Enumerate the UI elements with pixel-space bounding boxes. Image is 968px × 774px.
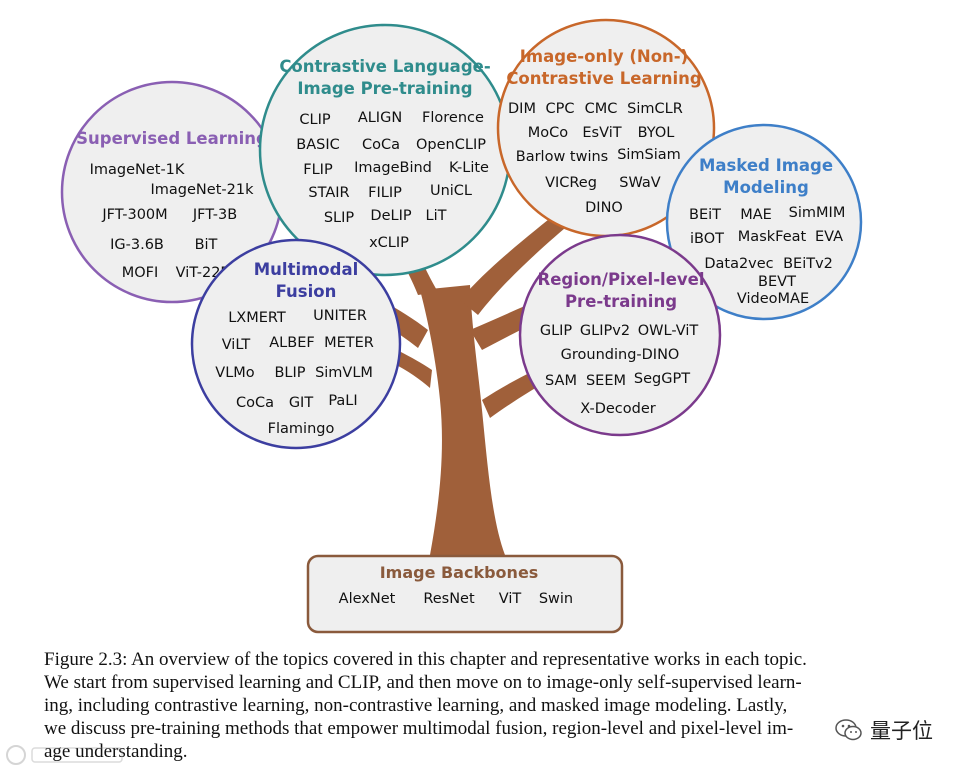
masked-title-line: Modeling [723, 178, 809, 197]
multimodal-work: SimVLM [315, 365, 373, 381]
region-work: Grounding-DINO [561, 347, 680, 363]
masked-work: EVA [815, 229, 843, 245]
clip-work: STAIR [308, 185, 349, 201]
image-only-work: SimSiam [617, 147, 681, 163]
masked-work: BEVT [758, 274, 796, 290]
caption-line: Figure 2.3: An overview of the topics co… [44, 649, 807, 670]
image-only-title-line: Image-only (Non-) [520, 47, 688, 66]
wechat-icon [835, 719, 862, 741]
supervised-learning-title: Supervised Learning [76, 129, 268, 148]
supervised-work: JFT-3B [192, 207, 237, 223]
clip-work: FILIP [368, 185, 402, 201]
multimodal-work: BLIP [274, 365, 305, 381]
clip-work: ALIGN [358, 110, 402, 126]
masked-work: VideoMAE [737, 291, 809, 307]
caption-line: age understanding. [44, 741, 188, 762]
image-only-title-line: Contrastive Learning [506, 69, 701, 88]
caption-line: We start from supervised learning and CL… [44, 672, 802, 693]
clip-work: xCLIP [369, 235, 409, 251]
image-only-node: Image-only (Non-) Contrastive Learning D… [496, 18, 716, 238]
watermark-logo [6, 745, 123, 765]
masked-work: iBOT [690, 231, 724, 247]
watermark-text: 量子位 [866, 715, 937, 745]
multimodal-work: METER [324, 335, 374, 351]
image-only-work: EsViT [582, 125, 621, 141]
multimodal-work: LXMERT [228, 310, 286, 326]
region-title-line: Region/Pixel-level [537, 270, 704, 289]
backbone-work: Swin [539, 591, 573, 607]
multimodal-fusion-node: Multimodal Fusion LXMERT UNITER ViLT ALB… [190, 238, 402, 450]
clip-work: BASIC [296, 137, 339, 153]
region-work: OWL-ViT [638, 323, 699, 339]
supervised-work: ImageNet-1K [90, 162, 185, 178]
clip-work: K-Lite [449, 160, 489, 176]
caption-line: we discuss pre-training methods that emp… [44, 718, 794, 739]
masked-image-modeling-node: Masked Image Modeling BEiT MAE SimMIM iB… [665, 123, 863, 321]
multimodal-work: UNITER [313, 308, 367, 324]
masked-work: BEiTv2 [783, 256, 833, 272]
masked-work: BEiT [689, 207, 721, 223]
multimodal-title-line: Multimodal [254, 260, 359, 279]
multimodal-work: VLMo [215, 365, 255, 381]
region-work: X-Decoder [580, 401, 655, 417]
clip-work: OpenCLIP [416, 137, 486, 153]
multimodal-work: CoCa [236, 395, 274, 411]
region-work: SAM [545, 373, 577, 389]
multimodal-work: Flamingo [268, 421, 335, 437]
clip-node: Contrastive Language- Image Pre-training… [258, 23, 512, 277]
backbone-work: ResNet [423, 591, 475, 607]
image-only-work: DINO [585, 200, 623, 216]
figure-caption: Figure 2.3: An overview of the topics co… [44, 648, 914, 763]
backbone-work: ViT [499, 591, 522, 607]
multimodal-work: ALBEF [269, 335, 314, 351]
clip-work: CoCa [362, 137, 400, 153]
region-title-line: Pre-training [565, 292, 677, 311]
image-only-work: VICReg [545, 175, 597, 191]
supervised-work: IG-3.6B [110, 237, 164, 253]
image-only-work: BYOL [638, 125, 675, 141]
region-pixel-node: Region/Pixel-level Pre-training GLIP GLI… [518, 233, 722, 437]
clip-title-line: Image Pre-training [297, 79, 472, 98]
image-backbones-title: Image Backbones [380, 563, 539, 582]
clip-work: Florence [422, 110, 484, 126]
supervised-work: MOFI [122, 265, 159, 281]
region-work: GLIP [540, 323, 573, 339]
image-only-work: Barlow twins [516, 149, 608, 165]
clip-work: DeLIP [370, 208, 411, 224]
masked-work: Data2vec [704, 256, 773, 272]
clip-work: SLIP [324, 210, 355, 226]
image-only-work: CPC [546, 101, 575, 117]
image-only-work: MoCo [528, 125, 569, 141]
masked-title-line: Masked Image [699, 156, 833, 175]
clip-work: CLIP [299, 112, 330, 128]
region-work: GLIPv2 [580, 323, 630, 339]
clip-work: ImageBind [354, 160, 432, 176]
caption-line: ing, including contrastive learning, non… [44, 695, 788, 716]
image-only-work: DIM [508, 101, 536, 117]
topic-tree-diagram: Image Backbones AlexNet ResNet ViT Swin … [60, 18, 863, 634]
image-only-work: SimCLR [627, 101, 683, 117]
backbone-work: AlexNet [339, 591, 396, 607]
image-only-work: CMC [585, 101, 618, 117]
multimodal-work: PaLI [328, 393, 357, 409]
clip-work: FLIP [303, 162, 333, 178]
region-work: SEEM [586, 373, 626, 389]
supervised-work: ImageNet-21k [151, 182, 255, 198]
image-only-work: SWaV [619, 175, 660, 191]
clip-work: LiT [426, 208, 447, 224]
multimodal-work: ViLT [222, 337, 251, 353]
masked-work: MaskFeat [738, 229, 807, 245]
multimodal-title-line: Fusion [276, 282, 337, 301]
clip-work: UniCL [430, 183, 472, 199]
supervised-work: BiT [195, 237, 218, 253]
masked-work: MAE [740, 207, 772, 223]
clip-title-line: Contrastive Language- [279, 57, 490, 76]
supervised-work: JFT-300M [101, 207, 167, 223]
region-work: SegGPT [634, 371, 690, 387]
multimodal-work: GIT [289, 395, 314, 411]
masked-work: SimMIM [789, 205, 846, 221]
image-backbones-box: Image Backbones AlexNet ResNet ViT Swin [306, 554, 624, 634]
